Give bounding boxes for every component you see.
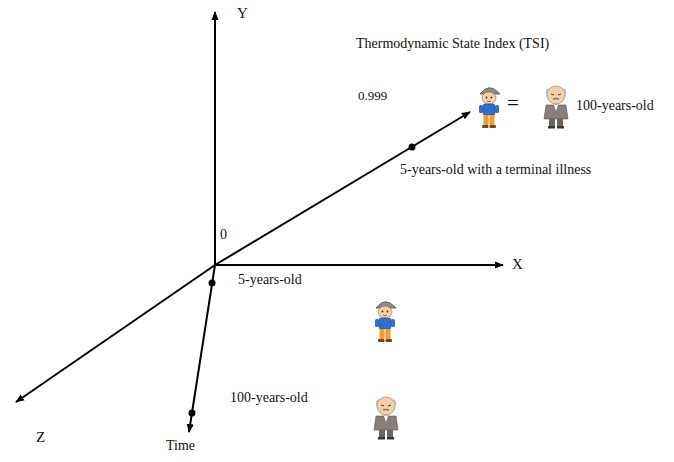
age-label: 5-years-old with a terminal illness [400,162,591,178]
equals-sign: = [507,91,519,115]
child-icon [375,302,396,342]
axis-name: X [512,256,523,273]
axis-dot [189,410,196,417]
y-axis [214,12,216,265]
axis-dot [209,280,216,287]
tsi-axis [215,112,470,265]
z-axis [16,265,215,402]
age-label: 100-years-old [230,390,308,406]
elder-icon [544,86,568,129]
time-axis [189,265,215,432]
axis-title: Thermodynamic State Index (TSI) [356,36,549,52]
axis-name: Y [237,5,248,22]
axis-name: Time [166,438,195,454]
axis-value: 0 [220,227,227,243]
child-icon [479,88,500,128]
x-axis [215,264,503,266]
axis-name: Z [36,429,45,446]
axis-dot [409,144,416,151]
elder-icon [374,397,398,440]
age-label: 100-years-old [576,98,654,114]
age-label: 5-years-old [238,272,302,288]
axis-value: 0.999 [358,89,387,104]
